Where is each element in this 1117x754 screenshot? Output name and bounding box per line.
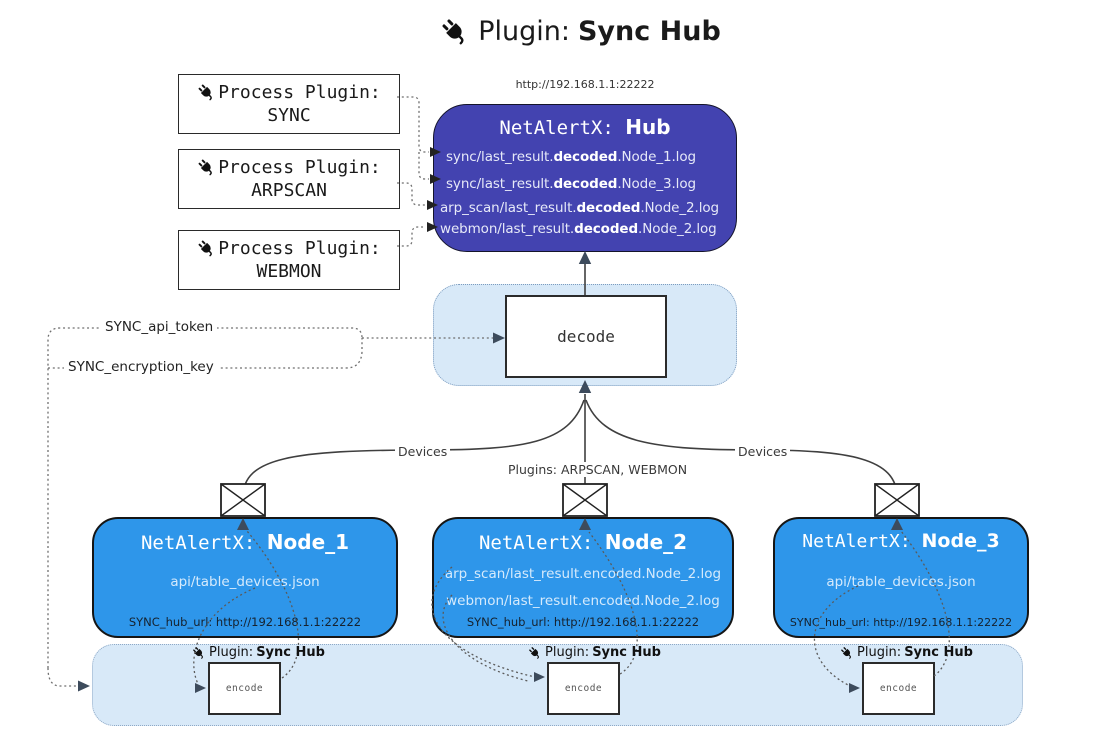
band-plugin-label-3: Plugin: Sync Hub — [840, 645, 973, 660]
process-plugin-box-webmon: Process Plugin: WEBMON — [178, 230, 400, 290]
plug-icon — [197, 83, 216, 102]
node-title: NetAlertX: Node_3 — [802, 530, 1000, 552]
node-title: NetAlertX: Node_1 — [140, 530, 350, 554]
node-file: webmon/last_result.encoded.Node_2.log — [446, 593, 720, 609]
page-title: Plugin: Sync Hub — [22, 16, 1117, 47]
envelope-icon — [220, 483, 266, 517]
decode-box: decode — [505, 295, 667, 378]
devices-label-right: Devices — [735, 444, 791, 459]
sync-encryption-key-label: SYNC_encryption_key — [64, 359, 218, 375]
sync-api-token-label: SYNC_api_token — [101, 319, 218, 335]
process-plugin-label: Process Plugin: — [218, 82, 381, 103]
plug-icon — [197, 158, 216, 177]
plug-icon — [528, 646, 542, 660]
node-hub-url: SYNC_hub_url: http://192.168.1.1:22222 — [789, 616, 1013, 629]
hub-title-name: Hub — [625, 115, 671, 139]
node-box-1: NetAlertX: Node_1 api/table_devices.json… — [92, 517, 398, 638]
process-plugin-name: WEBMON — [256, 261, 322, 282]
process-plugin-label: Process Plugin: — [218, 157, 381, 178]
encode-box-2: encode — [547, 662, 620, 715]
process-plugin-box-arpscan: Process Plugin: ARPSCAN — [178, 149, 400, 209]
node-hub-url: SYNC_hub_url: http://192.168.1.1:22222 — [128, 615, 362, 629]
hub-log-line: sync/last_result.decoded.Node_3.log — [446, 176, 696, 192]
process-plugin-name: SYNC — [267, 105, 311, 126]
plug-icon — [440, 17, 470, 47]
encode-box-3: encode — [862, 662, 935, 715]
band-plugin-label-2: Plugin: Sync Hub — [528, 645, 661, 660]
plug-icon — [197, 239, 216, 258]
hub-url: http://192.168.1.1:22222 — [515, 78, 655, 91]
band-plugin-label-1: Plugin: Sync Hub — [192, 645, 325, 660]
process-plugin-label: Process Plugin: — [218, 238, 381, 259]
node-box-3: NetAlertX: Node_3 api/table_devices.json… — [773, 517, 1029, 638]
process-plugin-box-sync: Process Plugin: SYNC — [178, 74, 400, 134]
hub-title-prefix: NetAlertX: — [499, 117, 614, 139]
plugins-label-middle: Plugins: ARPSCAN, WEBMON — [505, 462, 691, 477]
envelope-icon — [562, 483, 608, 517]
title-name: Sync Hub — [577, 16, 721, 47]
hub-box: NetAlertX: Hub sync/last_result.decoded.… — [433, 104, 737, 252]
node-file: arp_scan/last_result.encoded.Node_2.log — [444, 566, 722, 582]
node-file: api/table_devices.json — [826, 574, 976, 590]
plug-icon — [840, 646, 854, 660]
devices-label-left: Devices — [395, 444, 451, 459]
node-file: api/table_devices.json — [170, 574, 320, 590]
hub-log-line: webmon/last_result.decoded.Node_2.log — [440, 221, 717, 237]
node-box-2: NetAlertX: Node_2 arp_scan/last_result.e… — [432, 517, 734, 638]
hub-log-line: arp_scan/last_result.decoded.Node_2.log — [440, 200, 719, 216]
envelope-icon — [874, 483, 920, 517]
process-plugin-name: ARPSCAN — [251, 180, 327, 201]
title-prefix: Plugin: — [478, 16, 570, 47]
plug-icon — [192, 646, 206, 660]
node-hub-url: SYNC_hub_url: http://192.168.1.1:22222 — [466, 615, 700, 629]
node-title: NetAlertX: Node_2 — [478, 530, 688, 554]
encode-box-1: encode — [208, 662, 281, 715]
hub-title: NetAlertX: Hub — [434, 115, 736, 139]
hub-log-line: sync/last_result.decoded.Node_1.log — [446, 149, 696, 165]
